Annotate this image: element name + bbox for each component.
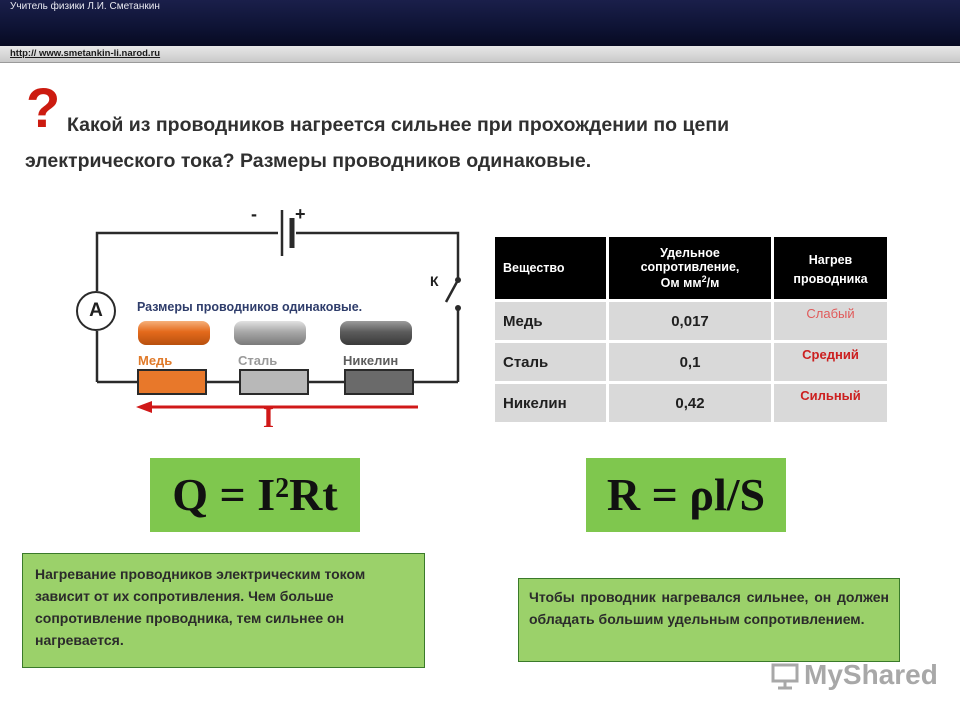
steel-sample-icon: [234, 321, 306, 345]
question-line-2: электрического тока? Размеры проводников…: [25, 150, 592, 172]
cell-heating: Сильный: [774, 384, 887, 422]
cell-substance: Медь: [495, 302, 606, 340]
cell-resistivity: 0,1: [609, 343, 771, 381]
site-url-link[interactable]: http:// www.smetankin-li.narod.ru: [10, 48, 161, 59]
watermark-text: MyShared: [804, 659, 938, 690]
slide-header: Учитель физики Л.И. Сметанкин: [0, 0, 960, 46]
nickeline-sample-icon: [340, 321, 412, 345]
circuit-diagram: - + К А Размеры проводников одинаковые. …: [60, 200, 480, 450]
nickeline-label: Никелин: [343, 353, 399, 368]
question-text: Какой из проводников нагреется сильнее п…: [25, 107, 925, 179]
steel-label: Сталь: [238, 353, 278, 368]
copper-resistor-icon: [137, 369, 207, 395]
switch-contact-bottom-icon: [455, 305, 461, 311]
ammeter-icon: А: [76, 291, 116, 331]
joule-lenz-formula: Q = I2Rt: [150, 458, 360, 532]
table-header-row: Вещество Удельное сопротивление, Ом мм2/…: [495, 237, 887, 299]
wire-top-right: [296, 231, 460, 278]
heating-explanation-note: Нагревание проводников электрическим ток…: [22, 553, 425, 668]
battery-plus-label: +: [295, 204, 306, 224]
switch-contact-top-icon: [455, 277, 461, 283]
copper-sample-icon: [138, 321, 210, 345]
header-resistivity: Удельное сопротивление, Ом мм2/м: [609, 237, 771, 299]
battery-minus-label: -: [251, 204, 257, 224]
cell-heating: Средний: [774, 343, 887, 381]
question-mark-icon: ?: [26, 76, 61, 139]
table-row: Сталь 0,1 Средний: [495, 343, 887, 381]
header-heating: Нагрев проводника: [774, 237, 887, 299]
current-label: I: [263, 403, 274, 434]
cell-substance: Никелин: [495, 384, 606, 422]
url-bar: http:// www.smetankin-li.narod.ru: [0, 46, 960, 63]
author-label: Учитель физики Л.И. Сметанкин: [10, 1, 160, 12]
copper-label: Медь: [138, 353, 173, 368]
sizes-note: Размеры проводников одинаковые.: [137, 300, 363, 314]
cell-heating: Слабый: [774, 302, 887, 340]
presentation-icon: [771, 663, 799, 690]
circuit-wires: [95, 210, 461, 413]
resistivity-conclusion-note: Чтобы проводник нагревался сильнее, он д…: [518, 578, 900, 662]
nickeline-resistor-icon: [344, 369, 414, 395]
cell-substance: Сталь: [495, 343, 606, 381]
cell-resistivity: 0,42: [609, 384, 771, 422]
current-arrow-head-icon: [136, 401, 152, 413]
table-row: Никелин 0,42 Сильный: [495, 384, 887, 422]
myshared-watermark: MyShared: [770, 656, 938, 696]
header-substance: Вещество: [495, 237, 606, 299]
wire-top-left: [95, 231, 278, 291]
switch-label: К: [430, 273, 439, 289]
resistance-formula: R = ρl/S: [586, 458, 786, 532]
table-row: Медь 0,017 Слабый: [495, 302, 887, 340]
switch-lever: [444, 279, 460, 303]
steel-resistor-icon: [239, 369, 309, 395]
question-line-1: Какой из проводников нагреется сильнее п…: [67, 114, 730, 136]
resistivity-table: Вещество Удельное сопротивление, Ом мм2/…: [492, 234, 890, 425]
cell-resistivity: 0,017: [609, 302, 771, 340]
